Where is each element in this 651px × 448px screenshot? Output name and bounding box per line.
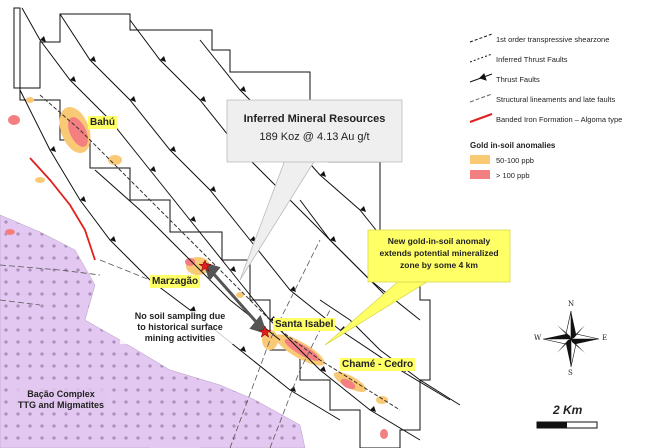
legend-gold-100-plus: > 100 ppb <box>496 171 530 180</box>
place-label-chame-cedro: Chamé - Cedro <box>340 358 416 371</box>
compass-e: E <box>602 334 608 342</box>
compass-n: N <box>568 300 575 308</box>
anomaly-callout-line1: New gold-in-soil anomaly <box>387 236 491 246</box>
scale-bar <box>536 421 598 429</box>
santa-isabel-star-icon <box>258 325 272 338</box>
place-label-bahu: Bahú <box>88 116 117 129</box>
legend-swatch-100-plus <box>470 170 490 179</box>
thrust-tooth-icon <box>479 73 487 81</box>
soil-note-line2: to historical surface <box>137 322 223 332</box>
legend-lineaments: Structural lineaments and late faults <box>496 95 616 104</box>
compass-rose-icon <box>542 310 600 368</box>
property-boundary <box>13 7 431 448</box>
bif-line <box>29 157 96 261</box>
lineament-legend-icon <box>469 93 493 103</box>
distance-arrow <box>202 261 268 335</box>
anomaly-callout-box <box>367 229 511 283</box>
inferred-thrust-legend-icon <box>469 53 493 63</box>
bif-legend-icon <box>469 113 493 123</box>
resource-callout: Inferred Mineral Resources 189 Koz @ 4.1… <box>227 113 402 143</box>
gold-anomalies <box>5 97 388 439</box>
compass-s: S <box>568 369 573 377</box>
bacao-complex-area-2 <box>150 418 200 448</box>
resource-callout-box <box>226 99 403 163</box>
bacao-line1: Bação Complex <box>27 389 95 399</box>
shearzone-legend-icon <box>469 33 493 43</box>
legend-shearzone: 1st order transpressive shearzone <box>496 35 610 44</box>
legend-thrust-faults: Thrust Faults <box>496 75 540 84</box>
compass-w: W <box>534 334 542 342</box>
soil-note-line1: No soil sampling due <box>134 311 226 321</box>
resource-callout-title: Inferred Mineral Resources <box>243 113 386 125</box>
legend-gold-title: Gold in-soil anomalies <box>470 141 556 150</box>
anomaly-callout-line3: zone by some 4 km <box>400 260 478 270</box>
legend-icons <box>469 33 493 123</box>
resource-callout-pointer <box>239 159 316 281</box>
place-label-santa-isabel: Santa Isabel <box>273 318 336 331</box>
shearzone <box>39 94 401 411</box>
scale-label: 2 Km <box>553 403 583 417</box>
marzagao-star-icon <box>198 259 212 272</box>
soil-sampling-note: No soil sampling due to historical surfa… <box>120 311 240 344</box>
place-label-marzagao: Marzagão <box>150 275 201 288</box>
bacao-line2: TTG and Migmatites <box>18 400 105 410</box>
anomaly-callout-pointer <box>324 279 432 346</box>
anomaly-callout-line2: extends potential mineralized <box>379 248 499 258</box>
legend-swatch-50-100 <box>470 155 490 164</box>
legend-bif: Banded Iron Formation – Algoma type <box>496 115 623 124</box>
soil-note-line3: mining activities <box>144 333 216 343</box>
legend-gold-50-100: 50-100 ppb <box>496 156 534 165</box>
resource-callout-value: 189 Koz @ 4.13 Au g/t <box>259 131 370 143</box>
bacao-complex-label: Bação Complex TTG and Migmatites <box>16 388 107 412</box>
legend-inferred-thrust: Inferred Thrust Faults <box>496 55 568 64</box>
anomaly-callout: New gold-in-soil anomaly extends potenti… <box>368 235 510 271</box>
thrust-faults <box>19 7 461 441</box>
